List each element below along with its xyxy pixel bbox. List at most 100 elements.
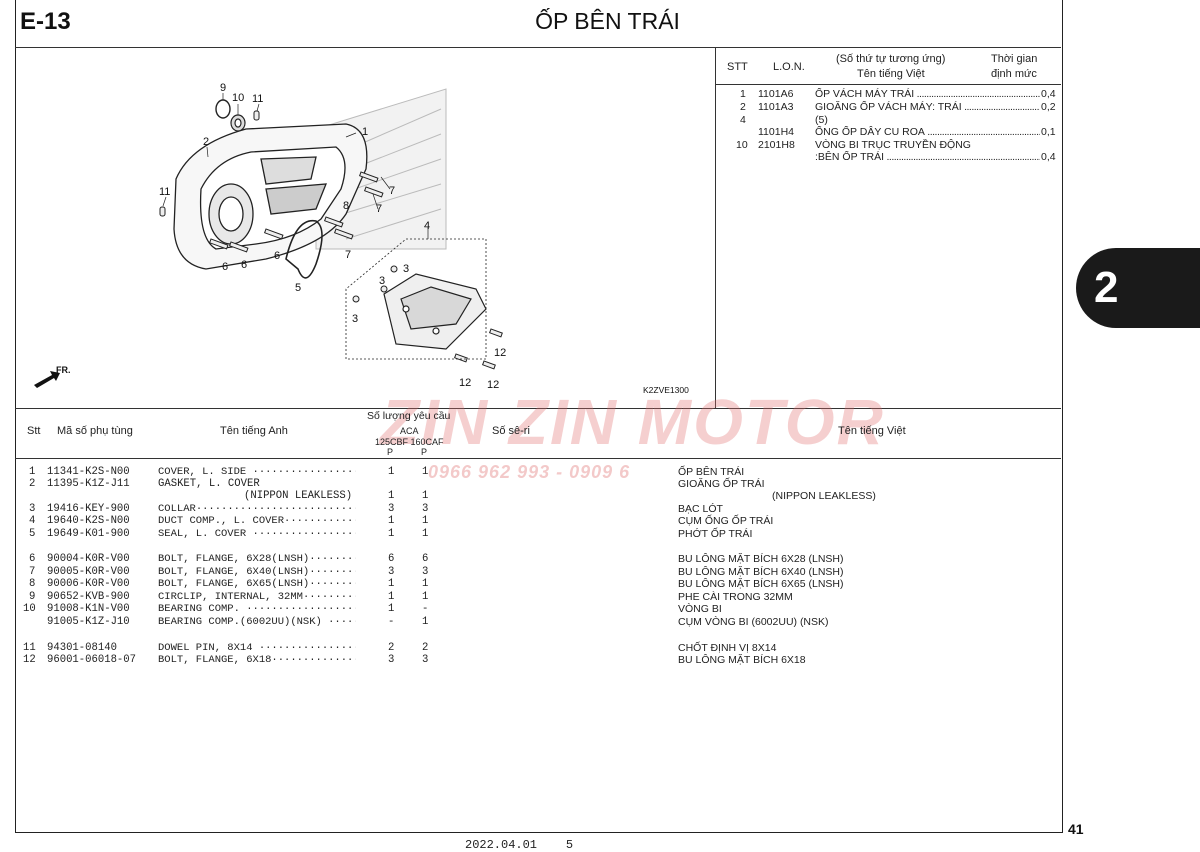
- ref-value: 0,1: [1041, 126, 1056, 138]
- row-qty-1: 1: [388, 515, 395, 527]
- row-name-vn: BU LÔNG MẶT BÍCH 6X65 (LNSH): [678, 578, 844, 590]
- page-frame: [15, 0, 1063, 833]
- ref-name: (5): [815, 114, 828, 126]
- duct-assembly-box: [345, 238, 487, 360]
- callout-1: 1: [362, 126, 368, 138]
- row-name-vn: BU LÔNG MẶT BÍCH 6X40 (LNSH): [678, 566, 844, 578]
- row-part-no[interactable]: 90652-KVB-900: [47, 591, 130, 603]
- row-part-no[interactable]: 11395-K1Z-J11: [47, 478, 130, 490]
- row-qty-1: 1: [388, 578, 395, 590]
- ref-header-lon: L.O.N.: [773, 61, 805, 73]
- row-part-no[interactable]: 90005-K0R-V00: [47, 566, 130, 578]
- circlip: [215, 99, 231, 119]
- row-no: 11: [23, 642, 36, 654]
- exploded-diagram: 9 10 11 1 2 11 7 7 8 7 4 6 6 6 5 3 3 3 1…: [34, 82, 689, 395]
- ref-stt: 1: [740, 88, 746, 100]
- ref-table-header-line: [716, 84, 1061, 85]
- col-header-part-no: Mã số phụ tùng: [57, 425, 133, 437]
- cover-seal: [285, 219, 323, 279]
- callout-7: 7: [376, 203, 382, 215]
- ref-name: VÒNG BI TRỤC TRUYỀN ĐỘNG: [815, 139, 971, 151]
- row-part-no[interactable]: 19640-K2S-N00: [47, 515, 130, 527]
- row-qty-2: 1: [422, 616, 429, 628]
- ref-lon: 1101H4: [758, 126, 795, 138]
- ref-name: ỐNG ỐP DÂY CU ROA ......................…: [815, 126, 1040, 138]
- page-number: 41: [1068, 821, 1084, 837]
- row-name-vn: BU LÔNG MẶT BÍCH 6X28 (LNSH): [678, 553, 844, 565]
- row-name-vn: BẠC LÓT: [678, 503, 723, 515]
- row-qty-1: 1: [388, 490, 395, 502]
- row-part-no[interactable]: 94301-08140: [47, 642, 117, 654]
- callout-3: 3: [379, 275, 385, 287]
- row-qty-1: 1: [388, 528, 395, 540]
- callout-11: 11: [252, 93, 263, 105]
- row-no: 8: [29, 578, 36, 590]
- row-part-no[interactable]: 96001-06018-07: [47, 654, 137, 666]
- callout-10: 10: [232, 92, 244, 104]
- ref-header-stt: STT: [727, 61, 748, 73]
- row-qty-2: 1: [422, 528, 429, 540]
- col-header-stt: Stt: [27, 425, 41, 437]
- row-no: 1: [29, 466, 36, 478]
- table-header-divider: [15, 458, 1061, 459]
- row-qty-2: 1: [422, 591, 429, 603]
- callout-5: 5: [295, 282, 301, 294]
- row-no: 7: [29, 566, 36, 578]
- ref-lon: 1101A3: [758, 101, 794, 113]
- row-qty-1: 1: [388, 603, 395, 615]
- callout-3: 3: [403, 263, 409, 275]
- row-no: 10: [23, 603, 36, 615]
- ref-name: :BÊN ỐP TRÁI ...........................…: [815, 151, 1040, 163]
- ref-value: 0,4: [1041, 88, 1056, 100]
- callout-8: 8: [343, 200, 349, 212]
- callout-6: 6: [241, 259, 247, 271]
- row-no: 3: [29, 503, 36, 515]
- col-header-serial: Số sê-ri: [492, 425, 530, 437]
- ref-header-time-bottom: định mức: [991, 68, 1037, 80]
- row-qty-1: 1: [388, 591, 395, 603]
- row-qty-2: 1: [422, 490, 429, 502]
- row-part-no[interactable]: 19649-K01-900: [47, 528, 130, 540]
- row-qty-1: 3: [388, 503, 395, 515]
- ref-header-time-top: Thời gian: [991, 53, 1038, 65]
- row-name-en: COVER, L. SIDE ·························…: [158, 466, 356, 478]
- row-qty-2: 2: [422, 642, 429, 654]
- section-tab[interactable]: 2: [1076, 248, 1200, 328]
- row-name-en: BOLT, FLANGE, 6X40(LNSH)················…: [158, 566, 356, 578]
- row-no: 9: [29, 591, 36, 603]
- row-name-en: GASKET, L. COVER: [158, 478, 260, 490]
- ref-name: ỐP VÁCH MÁY TRÁI .......................…: [815, 88, 1040, 100]
- row-part-no[interactable]: 91005-K1Z-J10: [47, 616, 130, 628]
- dowel-pin: [159, 110, 260, 217]
- row-no: 12: [23, 654, 36, 666]
- figure-code: K2ZVE1300: [643, 385, 689, 395]
- ref-stt: 4: [740, 114, 746, 126]
- direction-label: FR.: [56, 365, 71, 375]
- row-part-no[interactable]: 19416-KEY-900: [47, 503, 130, 515]
- collars: [352, 265, 398, 303]
- row-part-no[interactable]: 90006-K0R-V00: [47, 578, 130, 590]
- row-part-no[interactable]: 91008-K1N-V00: [47, 603, 130, 615]
- callout-3: 3: [352, 313, 358, 325]
- ref-stt: 10: [736, 139, 748, 151]
- row-name-vn: VÒNG BI: [678, 603, 722, 615]
- row-no: 4: [29, 515, 36, 527]
- callout-6: 6: [274, 250, 280, 262]
- section-code: E-13: [20, 8, 71, 35]
- row-name-en: SEAL, L. COVER ·························…: [158, 528, 356, 540]
- row-qty-2: 3: [422, 566, 429, 578]
- row-no: 6: [29, 553, 36, 565]
- row-part-no[interactable]: 11341-K2S-N00: [47, 466, 130, 478]
- col-header-qty-models: 125CBF 160CAF: [375, 437, 444, 447]
- callout-2: 2: [203, 136, 209, 148]
- left-side-cover: [173, 123, 368, 270]
- row-name-vn: CHỐT ĐỊNH VỊ 8X14: [678, 642, 777, 654]
- callout-11: 11: [159, 186, 170, 198]
- row-qty-2: 6: [422, 553, 429, 565]
- row-no: 5: [29, 528, 36, 540]
- row-qty-1: 6: [388, 553, 395, 565]
- row-name-vn: ỐP BÊN TRÁI: [678, 466, 745, 478]
- row-part-no[interactable]: 90004-K0R-V00: [47, 553, 130, 565]
- row-name-vn: PHỚT ỐP TRÁI: [678, 528, 753, 540]
- ref-header-name-top: (Số thứ tự tương ứng): [836, 53, 946, 65]
